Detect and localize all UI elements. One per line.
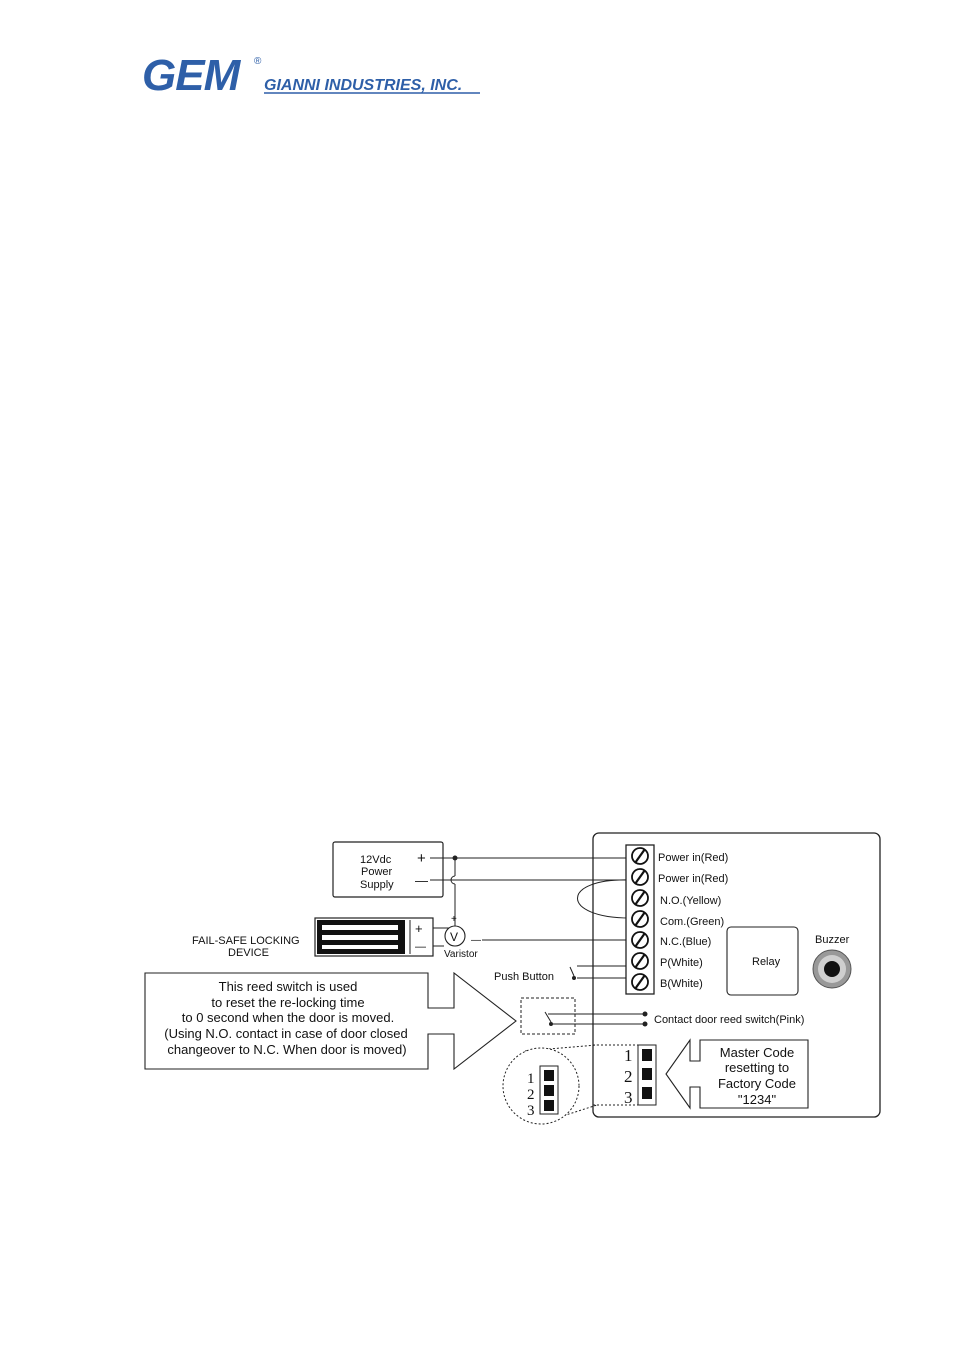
note-line4: (Using N.O. contact in case of door clos… — [164, 1026, 408, 1041]
terminal-block — [625, 844, 655, 995]
terminal-label-3: N.O.(Yellow) — [660, 895, 721, 907]
terminal-label-4: Com.(Green) — [660, 916, 724, 928]
terminal-screw — [631, 847, 649, 865]
controller-board — [592, 832, 881, 1118]
buzzer: Buzzer — [812, 934, 852, 989]
terminal-screw — [631, 868, 649, 886]
relay: Relay — [726, 926, 799, 996]
magnified-jumper-pin2: 2 — [527, 1087, 535, 1103]
varistor-plus: + — [451, 914, 457, 925]
lock-plus: + — [415, 921, 423, 936]
relay-label: Relay — [752, 956, 781, 968]
board-jumper-pin2: 2 — [624, 1067, 633, 1086]
terminal-label-6: P(White) — [660, 957, 703, 969]
power-supply-line2: Power — [361, 866, 393, 878]
master-code-line3: Factory Code — [718, 1076, 796, 1091]
magnified-jumper-pin1: 1 — [527, 1071, 535, 1087]
buzzer-label: Buzzer — [815, 934, 850, 946]
company-name: GIANNI INDUSTRIES, INC. — [264, 77, 462, 94]
reed-switch-note: This reed switch is used to reset the re… — [144, 971, 517, 1071]
terminal-screw — [631, 952, 649, 970]
push-button: Push Button — [494, 965, 632, 983]
board-jumper-pin3: 3 — [624, 1088, 633, 1107]
jumper-magnifier: 1 2 3 — [502, 1044, 598, 1125]
push-button-label: Push Button — [494, 971, 554, 983]
note-line3: to 0 second when the door is moved. — [182, 1010, 394, 1025]
note-line2: to reset the re-locking time — [211, 995, 364, 1010]
power-supply-line3: Supply — [360, 879, 394, 891]
terminal-screw — [631, 931, 649, 949]
varistor-symbol: V — [450, 930, 458, 944]
logo-mark: GEM — [142, 51, 242, 100]
note-line1: This reed switch is used — [219, 979, 358, 994]
power-junction-dot — [452, 855, 458, 861]
varistor-minus: — — [471, 935, 481, 946]
power-supply-minus: — — [415, 873, 428, 888]
lock-minus: — — [415, 941, 426, 953]
reed-switch: Contact door reed switch(Pink) — [520, 997, 804, 1035]
company-logo: GEM ® GIANNI INDUSTRIES, INC. — [142, 51, 480, 100]
terminal-screw — [631, 910, 649, 928]
master-code-line4: "1234" — [738, 1092, 777, 1107]
varistor: V + — Varistor — [433, 914, 481, 960]
board-jumper: 1 2 3 — [593, 1044, 657, 1107]
magnified-jumper-pin3: 3 — [527, 1103, 535, 1119]
terminal-label-2: Power in(Red) — [658, 873, 728, 885]
master-code-line1: Master Code — [720, 1045, 794, 1060]
reed-switch-label: Contact door reed switch(Pink) — [654, 1014, 804, 1026]
power-supply: 12Vdc Power Supply + — — [332, 841, 444, 898]
lock-label-line1: FAIL-SAFE LOCKING — [192, 935, 300, 947]
varistor-label: Varistor — [444, 949, 478, 960]
terminal-screw — [631, 889, 649, 907]
terminal-label-5: N.C.(Blue) — [660, 936, 711, 948]
power-wires — [430, 857, 632, 928]
terminal-screw — [631, 973, 649, 991]
registered-mark: ® — [254, 56, 262, 67]
lock-label-line2: DEVICE — [228, 947, 269, 959]
power-supply-line1: 12Vdc — [360, 854, 392, 866]
terminal-label-7: B(White) — [660, 978, 703, 990]
note-line5: changeover to N.C. When door is moved) — [167, 1042, 406, 1057]
master-code-callout: Master Code resetting to Factory Code "1… — [665, 1038, 809, 1110]
master-code-line2: resetting to — [725, 1060, 789, 1075]
terminal-label-1: Power in(Red) — [658, 852, 728, 864]
power-supply-plus: + — [417, 850, 426, 867]
fail-safe-lock: + — FAIL-SAFE LOCKING DEVICE — [192, 917, 434, 959]
board-jumper-pin1: 1 — [624, 1046, 633, 1065]
no-com-loop — [577, 879, 631, 919]
